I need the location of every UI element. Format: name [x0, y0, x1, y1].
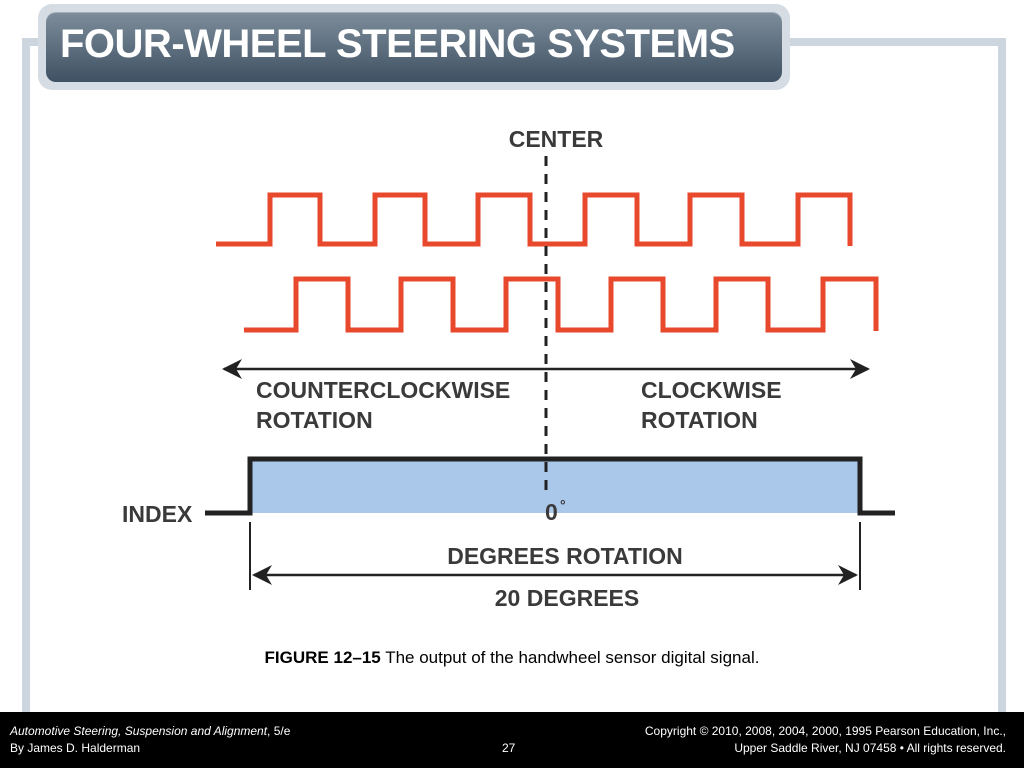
book-title: Automotive Steering, Suspension and Alig… — [10, 724, 268, 738]
zero-degree-label: 0 — [545, 499, 558, 525]
slide-frame-right — [998, 38, 1006, 712]
slide-frame-left — [22, 38, 30, 712]
book-edition: , 5/e — [267, 724, 291, 738]
slide-footer: Automotive Steering, Suspension and Alig… — [0, 712, 1024, 768]
twenty-degrees-label: 20 DEGREES — [495, 585, 639, 611]
center-label: CENTER — [509, 126, 604, 152]
signal-a-waveform — [216, 192, 853, 247]
copyright-line1: Copyright © 2010, 2008, 2004, 2000, 1995… — [644, 724, 1006, 738]
index-signal-line — [205, 456, 895, 516]
index-label: INDEX — [122, 501, 193, 527]
ccw-label-line2: ROTATION — [256, 407, 373, 433]
degrees-rotation-label: DEGREES ROTATION — [447, 543, 683, 569]
page-number: 27 — [502, 741, 516, 755]
footer-book: Automotive Steering, Suspension and Alig… — [10, 724, 290, 738]
ccw-label-line1: COUNTERCLOCKWISE — [256, 377, 510, 403]
figure-number: FIGURE 12–15 — [264, 648, 381, 667]
figure-caption: FIGURE 12–15 The output of the handwheel… — [0, 648, 1024, 668]
degree-symbol: ° — [560, 497, 566, 513]
footer-author: By James D. Halderman — [10, 741, 141, 755]
figure-caption-text: The output of the handwheel sensor digit… — [380, 648, 760, 667]
cw-label-line1: CLOCKWISE — [641, 377, 782, 403]
sensor-signal-diagram: CENTER COUNTERCLOCKWISE ROTATION CLOCKWI… — [122, 126, 895, 611]
signal-b-waveform — [244, 276, 879, 333]
index-signal-area — [250, 459, 860, 513]
slide-title: FOUR-WHEEL STEERING SYSTEMS — [60, 22, 735, 66]
title-box — [46, 12, 782, 82]
copyright-line2: Upper Saddle River, NJ 07458 • All right… — [734, 741, 1006, 755]
cw-label-line2: ROTATION — [641, 407, 758, 433]
